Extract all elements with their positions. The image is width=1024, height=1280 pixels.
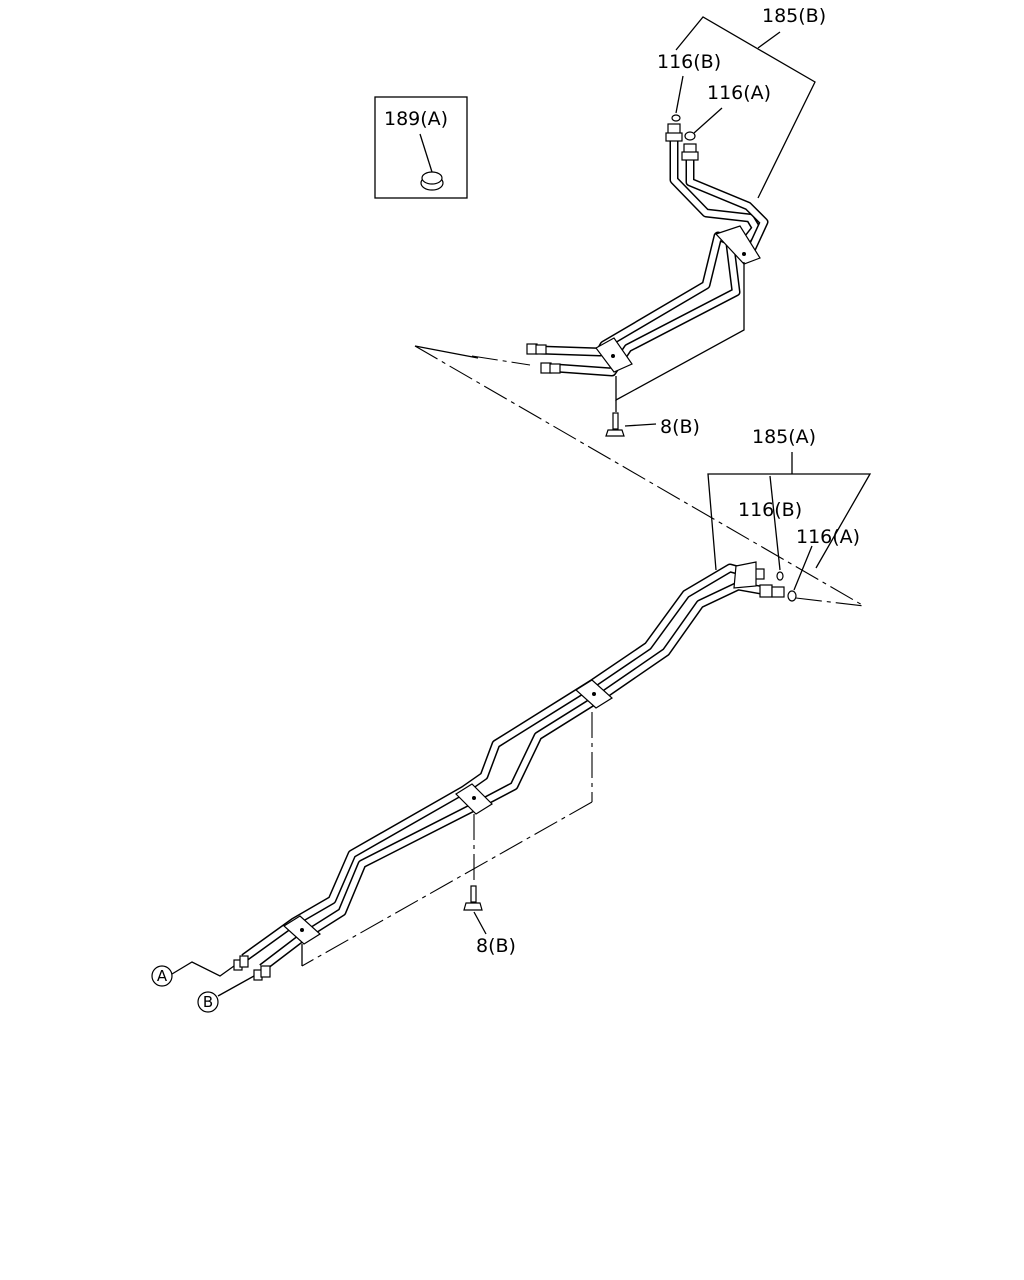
lower-bolt-leader [473, 911, 487, 935]
connect-line-diagonal [414, 345, 865, 607]
upper-fitting-1 [665, 123, 683, 142]
grommet-label: 189(A) [384, 108, 448, 130]
upper-bolt-icon [605, 412, 625, 437]
lower-ring-a-leader [793, 545, 813, 591]
grommet-detail: 189(A) [374, 96, 468, 199]
upper-fitting-dashline [471, 355, 531, 366]
connector-b-marker [197, 991, 219, 1013]
lower-assembly-label: 185(A) [752, 426, 816, 448]
lower-clip-1 [733, 561, 757, 589]
lower-bolt-label: 8(B) [476, 935, 516, 957]
connector-b-leader [217, 975, 255, 997]
upper-o-ring-a [684, 131, 696, 141]
upper-pipe-assembly: 185(B) 116(B) 116(A) 8(B) [471, 5, 826, 438]
lower-fitting-2 [759, 584, 785, 598]
upper-assembly-label: 185(B) [762, 5, 826, 27]
connector-a-label: A [157, 967, 168, 985]
upper-ring-a-leader [693, 107, 723, 134]
connector-a-marker [151, 965, 173, 987]
upper-ring-b-label: 116(B) [657, 51, 721, 73]
grommet-detail-frame [374, 96, 468, 199]
upper-o-ring-b [671, 114, 681, 122]
upper-ring-a-label: 116(A) [707, 82, 771, 104]
lower-fitting-4 [253, 965, 271, 981]
lower-fitting-3 [233, 955, 249, 971]
upper-bolt-leader [624, 423, 657, 427]
grommet-leader [419, 133, 433, 173]
lower-bolt-icon [463, 885, 483, 911]
lower-assembly-bracket [707, 473, 872, 571]
lower-reference-diagonal [301, 801, 593, 967]
upper-clip-reference [615, 262, 745, 402]
upper-fitting-2 [681, 143, 699, 161]
connector-b-label: B [203, 993, 213, 1011]
lower-clip-4 [283, 915, 321, 945]
lower-o-ring-b [776, 571, 784, 581]
lower-ring-a-label: 116(A) [796, 526, 860, 548]
upper-fitting-4 [540, 362, 561, 374]
lower-ring-dashline [795, 597, 865, 607]
upper-assembly-leader [757, 31, 781, 49]
upper-ring-b-leader [675, 75, 684, 114]
connector-a-leader [171, 961, 235, 977]
connect-line-top [414, 345, 479, 359]
lower-ring-b-label: 116(B) [738, 499, 802, 521]
upper-fitting-3 [526, 343, 547, 355]
upper-clip-2 [595, 337, 633, 373]
upper-assembly-bracket [675, 16, 816, 199]
grommet-icon [420, 171, 444, 191]
lower-o-ring-a [787, 590, 797, 602]
upper-clip-1 [714, 225, 761, 265]
lower-pipe-1 [241, 563, 754, 962]
lower-clip-3 [455, 783, 493, 815]
lower-ring-b-leader [769, 475, 781, 571]
upper-bolt-label: 8(B) [660, 416, 700, 438]
lower-pipe-assembly: 185(A) 116(B) 116(A) 8(B) A B [151, 426, 872, 1013]
lower-clip-2 [575, 679, 613, 709]
